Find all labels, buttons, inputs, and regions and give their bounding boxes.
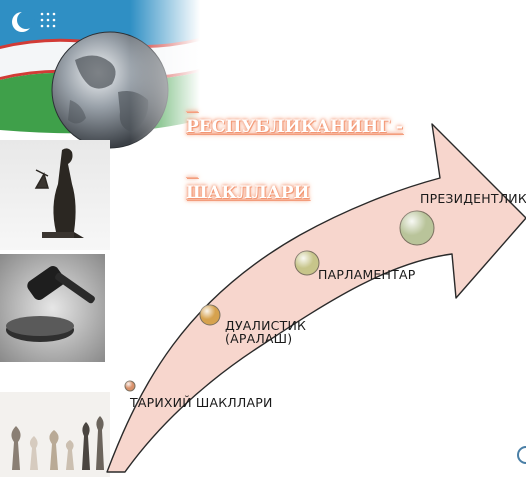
stage-marker-shine: [200, 305, 220, 325]
stage-label-line: ПРЕЗИДЕНТЛИК: [420, 192, 526, 205]
stage-label-line: ТАРИХИЙ ШАКЛЛАРИ: [130, 396, 273, 409]
stage-label-historical: ТАРИХИЙ ШАКЛЛАРИ: [130, 396, 273, 409]
stage-marker-shine: [400, 211, 434, 245]
stage-label-dualistic: ДУАЛИСТИК (АРАЛАШ): [225, 319, 306, 345]
curved-arrow-shape: [107, 124, 526, 472]
stage-marker-shine: [125, 381, 135, 391]
stage-label-parliamentary: ПАРЛАМЕНТАР: [318, 268, 415, 281]
stage-label-line: ПАРЛАМЕНТАР: [318, 268, 415, 281]
corner-ring-icon: [517, 446, 526, 464]
stage-label-line: (АРАЛАШ): [225, 332, 306, 345]
stage-label-presidential: ПРЕЗИДЕНТЛИК: [420, 192, 526, 205]
stage-marker-shine: [295, 251, 319, 275]
